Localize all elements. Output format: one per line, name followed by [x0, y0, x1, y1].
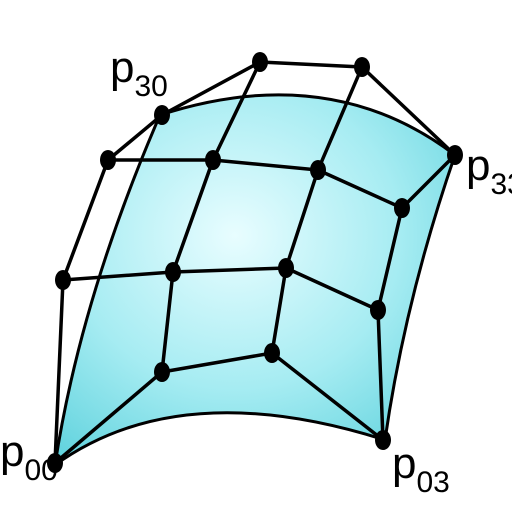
control-point-31: [252, 52, 268, 72]
net-row-1: [62, 266, 379, 312]
bezier-surface: [52, 93, 457, 469]
net-row-3: [161, 60, 457, 157]
control-point-02: [264, 343, 280, 363]
control-point-21: [205, 150, 221, 170]
control-point-12: [278, 258, 294, 278]
net-col-2: [270, 66, 364, 354]
control-point-23: [394, 198, 410, 218]
control-point-32: [354, 57, 370, 77]
control-points: [47, 52, 463, 473]
net-col-0: [53, 113, 164, 464]
label-p03: p03: [392, 439, 450, 499]
control-point-30: [154, 105, 170, 125]
net-col-3: [376, 153, 457, 441]
control-point-00: [47, 453, 63, 473]
control-point-10: [55, 270, 71, 290]
control-point-22: [310, 160, 326, 180]
net-row-0: [53, 351, 385, 465]
control-net: [53, 60, 457, 465]
net-col-1: [160, 61, 262, 373]
net-row-2: [108, 158, 403, 210]
control-point-33: [447, 145, 463, 165]
control-point-20: [100, 150, 116, 170]
control-point-13: [370, 300, 386, 320]
label-p33: p33: [466, 141, 512, 201]
control-point-11: [165, 262, 181, 282]
control-point-03: [375, 430, 391, 450]
control-point-01: [154, 362, 170, 382]
label-p30: p30: [110, 43, 168, 103]
label-p00: p00: [0, 427, 58, 487]
